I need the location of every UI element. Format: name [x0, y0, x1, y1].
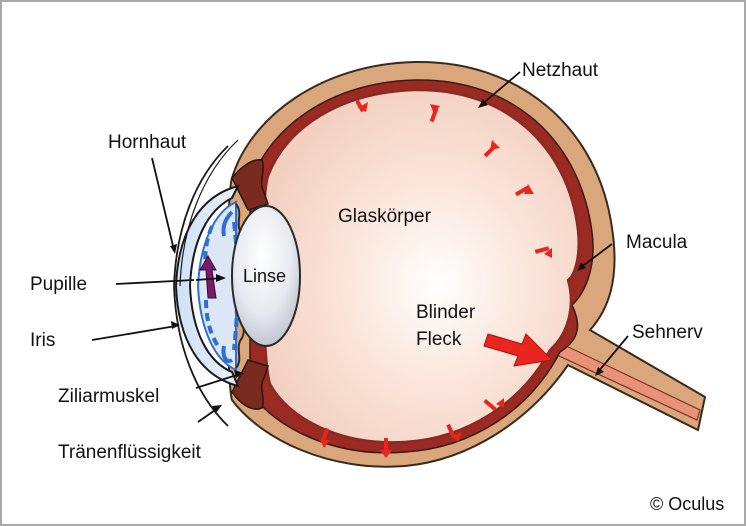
label-blinder-fleck-2: Fleck [416, 329, 462, 350]
label-traenenfluessigkeit: Tränenflüssigkeit [58, 442, 202, 463]
label-blinder-fleck-1: Blinder [416, 302, 476, 323]
label-iris: Iris [30, 330, 55, 351]
label-linse: Linse [243, 266, 286, 286]
label-ziliarmuskel: Ziliarmuskel [58, 386, 159, 407]
label-netzhaut: Netzhaut [522, 60, 599, 81]
label-macula: Macula [626, 232, 688, 253]
label-glaskoerper: Glaskörper [338, 206, 432, 227]
label-hornhaut: Hornhaut [108, 132, 187, 153]
copyright-text: © Oculus [650, 494, 724, 514]
label-sehnerv: Sehnerv [632, 322, 703, 343]
label-pupille: Pupille [30, 274, 87, 295]
